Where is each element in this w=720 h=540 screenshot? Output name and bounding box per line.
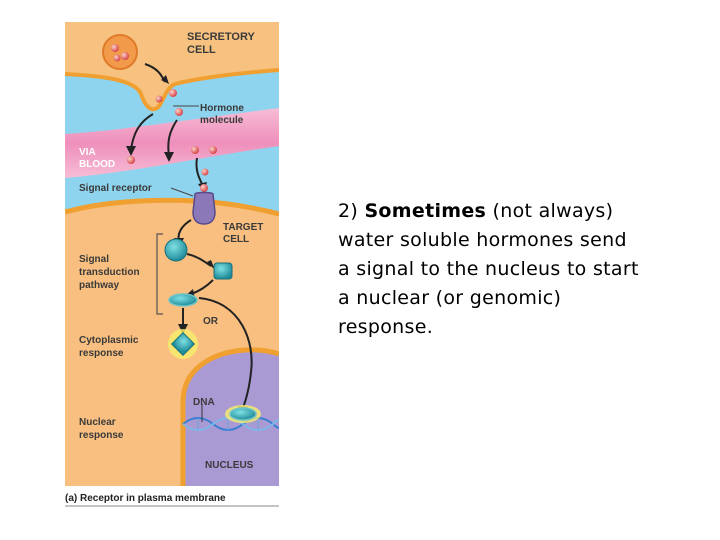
figure-caption: (a) Receptor in plasma membrane <box>65 493 226 504</box>
signal-transduction-label-1: Signal <box>79 254 109 265</box>
emphasis-word: Sometimes <box>364 200 487 222</box>
transduction-arrow <box>186 253 212 267</box>
hormone-dot <box>113 54 121 62</box>
hormone-dot <box>155 95 163 103</box>
nuclear-arrow <box>198 297 253 409</box>
secretory-cell-membrane <box>65 68 279 112</box>
signal-transduction-label-2: transduction <box>79 267 140 278</box>
signal-transduction-label-3: pathway <box>79 280 119 291</box>
caption-strip <box>65 486 279 508</box>
receptor-leader <box>170 187 194 197</box>
hormone-dot <box>201 168 209 176</box>
cytoplasmic-response-label-2: response <box>79 348 124 359</box>
nuclear-envelope <box>180 347 279 508</box>
hormone-dot <box>169 89 177 97</box>
cytoplasmic-response-label-1: Cytoplasmic <box>79 335 139 346</box>
hormone-dot <box>209 146 217 154</box>
secretory-cell-label-1: SECRETORY <box>187 31 256 43</box>
hormone-dot <box>191 146 199 154</box>
slide-body-text: 2) Sometimes (not always) water soluble … <box>338 197 698 342</box>
target-cell-label-2: CELL <box>223 234 249 245</box>
hormone-dot <box>111 44 119 52</box>
hormone-dot <box>127 156 135 164</box>
diagram-svg: SECRETORY CELL Hormone molecule VIA BLOO… <box>65 22 279 508</box>
blood-label: BLOOD <box>79 159 115 170</box>
secretory-vesicle <box>102 34 138 70</box>
signal-receptor-label: Signal receptor <box>79 183 152 194</box>
transduction-molecule <box>164 238 188 262</box>
arrow-head <box>161 75 169 84</box>
item-number: 2) <box>338 200 359 222</box>
hormone-label-2: molecule <box>200 115 244 126</box>
hormone-label-1: Hormone <box>200 103 244 114</box>
activated-protein <box>168 293 198 307</box>
blood-vessel <box>65 108 279 178</box>
text-line-4: a nuclear (or genomic) <box>338 287 562 309</box>
hormone-dot <box>175 108 183 116</box>
hormone-dot <box>121 52 129 60</box>
hormone-signaling-figure: SECRETORY CELL Hormone molecule VIA BLOO… <box>65 22 279 508</box>
arrow-head <box>164 152 174 162</box>
transduction-molecule <box>213 262 233 280</box>
bound-hormone <box>200 184 208 192</box>
secretory-cell-label-2: CELL <box>187 44 216 56</box>
or-label: OR <box>203 316 219 327</box>
dna-label: DNA <box>193 397 215 408</box>
signal-receptor <box>192 191 216 225</box>
text-line-3: a signal to the nucleus to start <box>338 258 639 280</box>
cytoplasmic-response-molecule <box>170 331 196 357</box>
text-line-5: response. <box>338 316 434 338</box>
nucleus-label: NUCLEUS <box>205 460 254 471</box>
text-line-2: water soluble hormones send <box>338 229 627 251</box>
pathway-bracket <box>156 233 163 315</box>
text-line-1: (not always) <box>492 200 614 222</box>
nuclear-response-label-2: response <box>79 430 124 441</box>
target-cell-label-1: TARGET <box>223 222 263 233</box>
arrow-head <box>207 260 215 270</box>
dna-strand <box>182 417 279 431</box>
nuclear-response-molecule <box>229 407 257 421</box>
arrow-head <box>126 146 136 156</box>
via-label: VIA <box>79 147 96 158</box>
target-cell-membrane <box>65 197 279 217</box>
nuclear-response-label-1: Nuclear <box>79 417 116 428</box>
